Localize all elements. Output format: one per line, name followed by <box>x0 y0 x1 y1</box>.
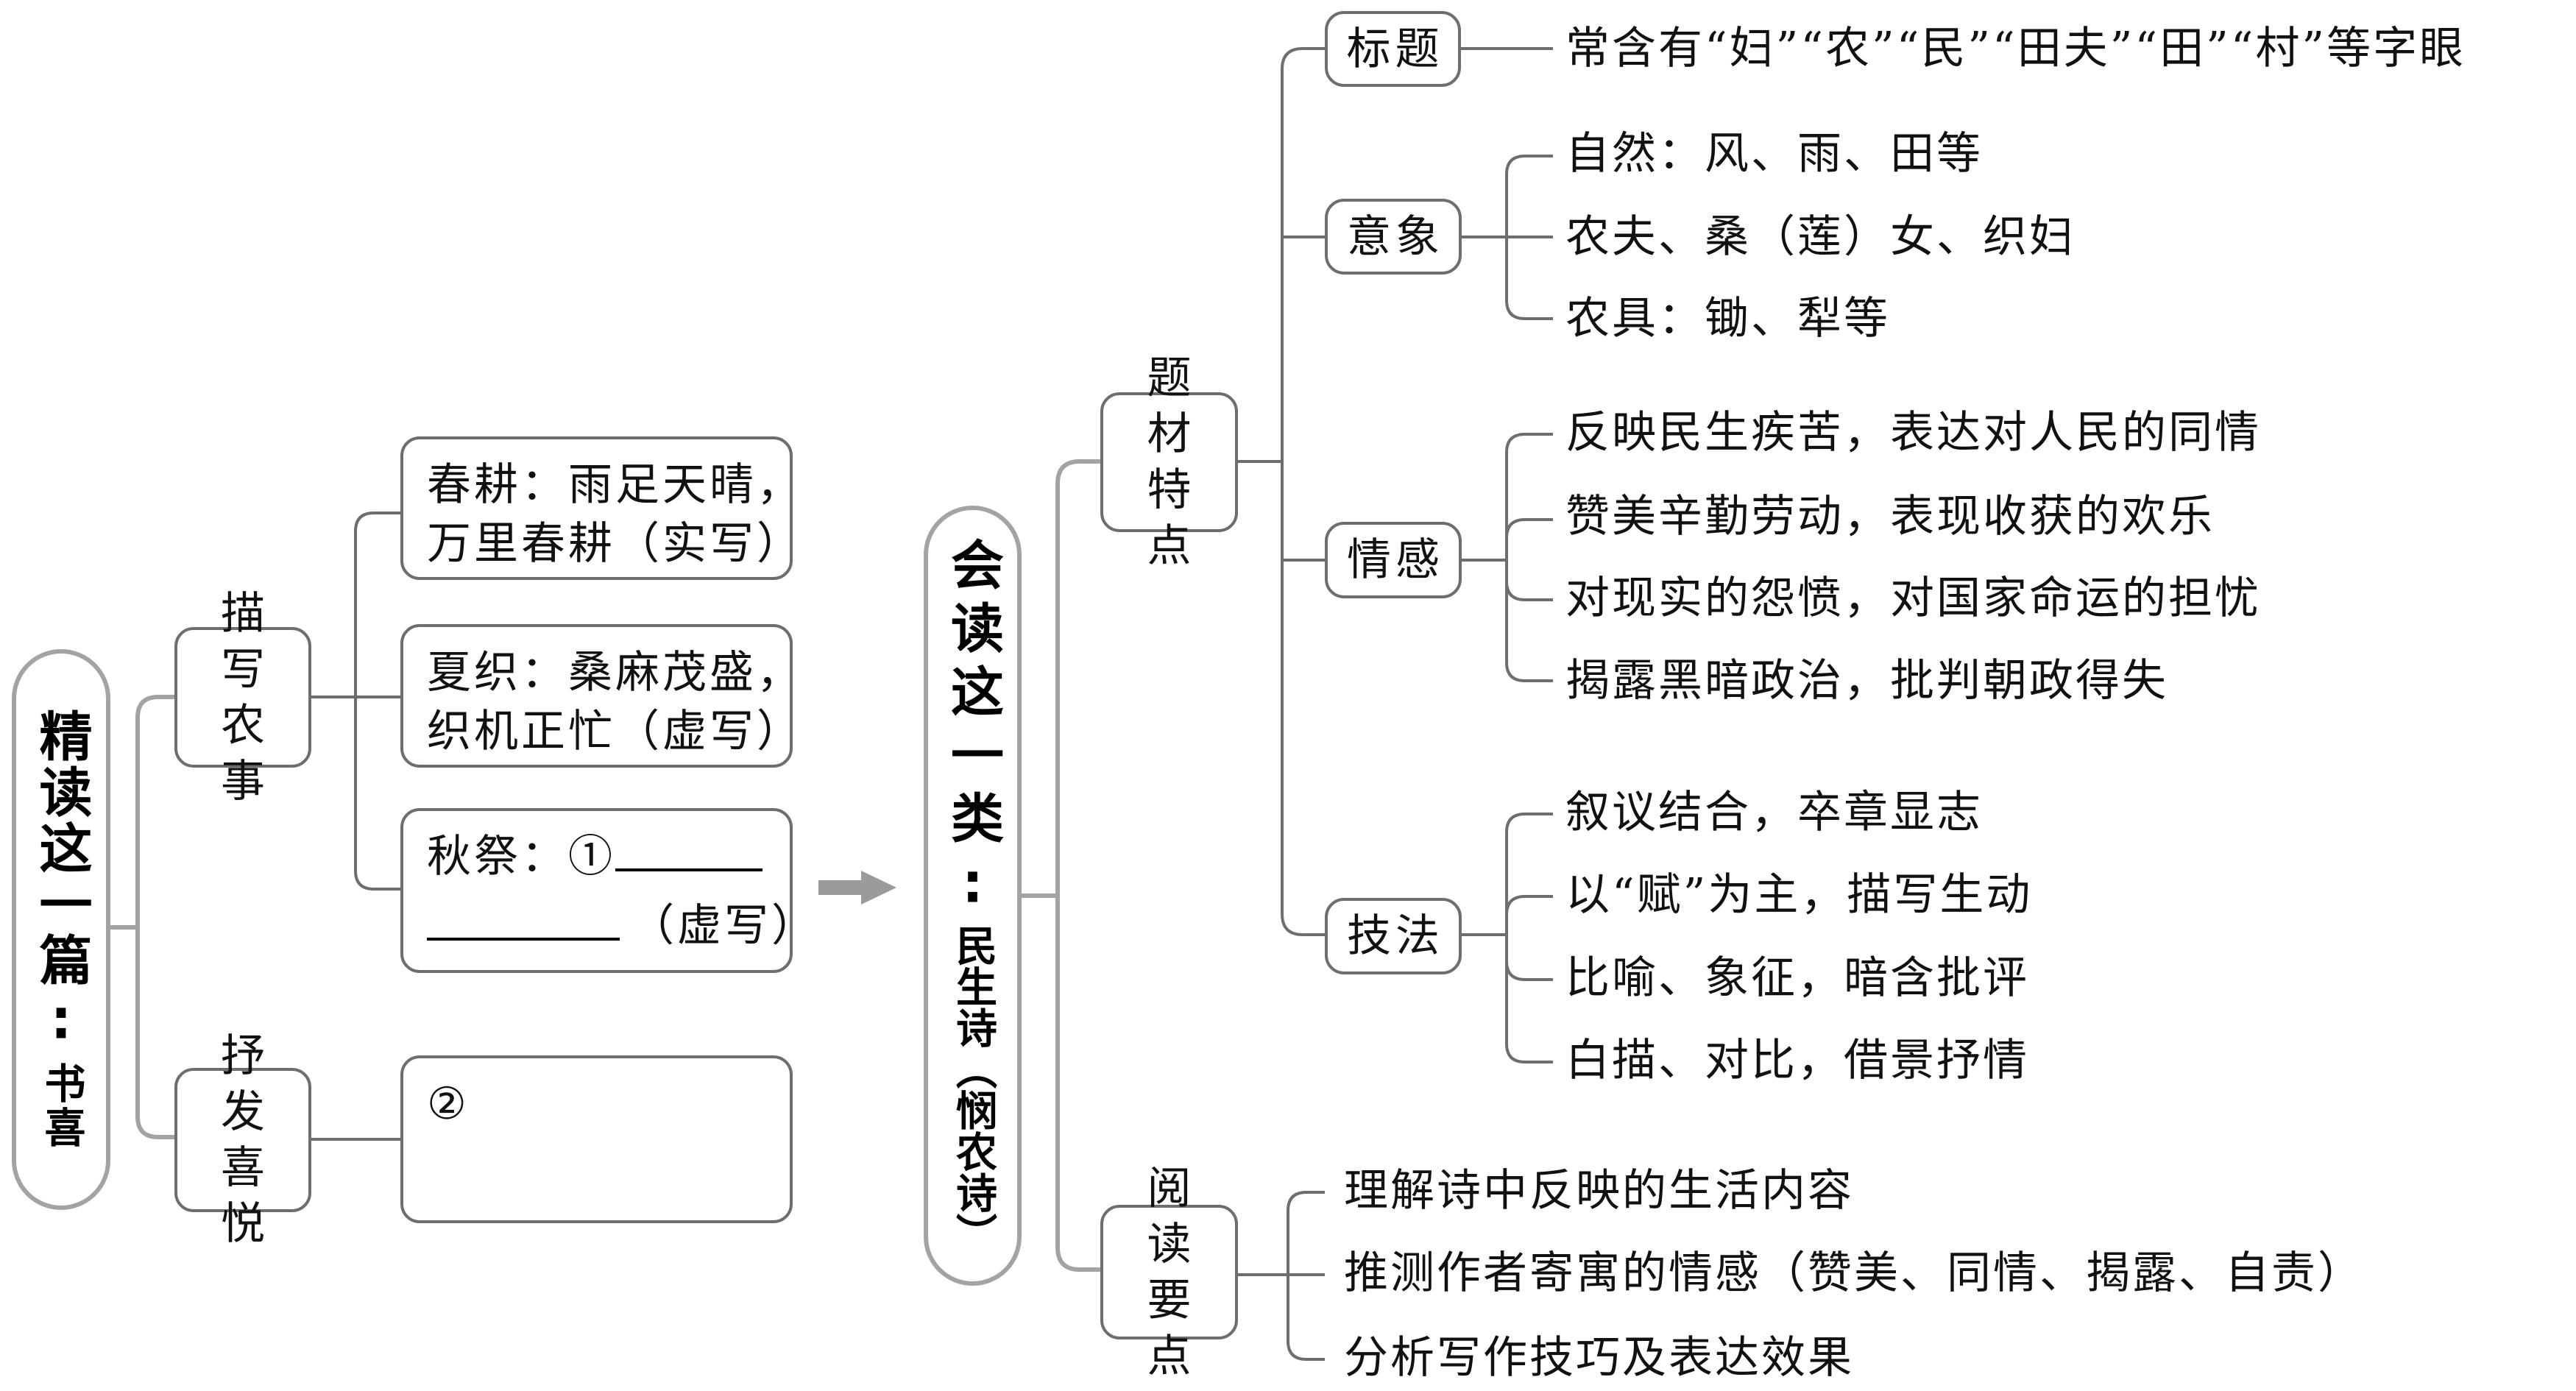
leaf-reading-1: 推测作者寄寓的情感（赞美、同情、揭露、自责） <box>1344 1247 2364 1299</box>
node-label: 意象 <box>1347 210 1444 263</box>
arrow-head <box>861 871 896 905</box>
answer-box-2[interactable]: ② <box>400 1055 793 1223</box>
node-label: 情感 <box>1347 534 1444 586</box>
leaf-technique-2: 比喻、象征，暗含批评 <box>1565 952 2029 1004</box>
describe-trunk <box>354 512 400 891</box>
left-root-pill: 精读这一篇 ∶ 书喜 <box>12 649 110 1210</box>
node-label: 技法 <box>1347 910 1444 962</box>
right-root-title: 会读这一类 <box>941 537 1004 854</box>
branch-label-line: 特点 <box>1147 464 1202 572</box>
left-root-connectors <box>110 695 174 1139</box>
left-root-title: 精读这一篇 <box>30 709 92 988</box>
leaf-technique-1: 以“赋”为主，描写生动 <box>1565 869 2033 921</box>
emotion-trunk <box>1505 433 1553 682</box>
leaf-technique-0: 叙议结合，卒章显志 <box>1565 787 1983 838</box>
branch-label-line: 阅读 <box>1147 1162 1202 1270</box>
right-root-pill: 会读这一类 ∶ 民生诗︵悯农诗︶ <box>924 506 1022 1286</box>
right-arrow-icon <box>818 871 896 905</box>
content-line: 万里春耕（实写） <box>427 518 804 570</box>
node-imagery: 意象 <box>1325 199 1462 275</box>
leaf-imagery-0: 自然：风、雨、田等 <box>1565 128 1983 180</box>
theme-trunk <box>1281 47 1325 936</box>
leaf-emotion-3: 揭露黑暗政治，批判朝政得失 <box>1565 655 2168 707</box>
branch-label-line: 要点 <box>1147 1274 1202 1382</box>
arrow-shaft <box>818 880 863 895</box>
leaf-imagery-2: 农具：锄、犁等 <box>1565 293 1890 344</box>
technique-branch-2 <box>1505 895 1553 916</box>
blank-marker: ② <box>427 1078 470 1130</box>
leaf-title-0: 常含有“妇”“农”“民”“田夫”“田”“村”等字眼 <box>1565 23 2466 74</box>
imagery-trunk <box>1505 155 1553 320</box>
node-emotion: 情感 <box>1325 522 1462 598</box>
technique-branch-3 <box>1505 960 1553 981</box>
theme-connectors <box>1238 47 1553 1361</box>
leaf-emotion-0: 反映民生疾苦，表达对人民的同情 <box>1565 407 2261 459</box>
content-line: 春耕：雨足天晴， <box>427 459 804 511</box>
right-root-trunk <box>1055 459 1100 1272</box>
spring-plowing-box: 春耕：雨足天晴， 万里春耕（实写） <box>400 436 804 580</box>
content-prefix: 秋祭：① <box>427 831 615 882</box>
leaf-reading-2: 分析写作技巧及表达效果 <box>1344 1332 1854 1384</box>
node-technique: 技法 <box>1325 898 1462 974</box>
branch-describe-farm: 描写 农事 <box>174 588 311 807</box>
branch-reading-points: 阅读 要点 <box>1100 1163 1238 1382</box>
emotion-branch-3 <box>1505 581 1553 601</box>
right-root-connectors <box>1022 459 1100 1272</box>
left-root-trunk <box>135 695 174 1139</box>
branch-label-line: 农事 <box>221 699 275 807</box>
technique-trunk <box>1505 813 1553 1063</box>
branch-theme-features: 题材 特点 <box>1100 353 1238 572</box>
leaf-imagery-1: 农夫、桑（莲）女、织妇 <box>1565 211 2076 263</box>
content-line: 织机正忙（虚写） <box>427 706 804 757</box>
answer-blank-1a[interactable] <box>615 832 762 871</box>
content-line: 夏织：桑麻茂盛， <box>427 647 804 698</box>
leaf-reading-0: 理解诗中反映的生活内容 <box>1344 1165 1854 1217</box>
describe-farm-connectors <box>311 512 400 1141</box>
branch-label-line: 描写 <box>221 587 275 696</box>
branch-label-line: 抒发 <box>221 1030 275 1138</box>
branch-express-joy: 抒发 喜悦 <box>174 1030 311 1250</box>
autumn-sacrifice-box: 秋祭：① （虚写） <box>400 808 815 973</box>
left-root-subtitle: 书喜 <box>38 1062 85 1150</box>
branch-label-line: 题材 <box>1147 353 1202 460</box>
right-root-colon: ∶ <box>941 857 1004 921</box>
leaf-technique-3: 白描、对比，借景抒情 <box>1565 1035 2029 1086</box>
summer-weaving-box: 夏织：桑麻茂盛， 织机正忙（虚写） <box>400 624 804 768</box>
branch-label-line: 喜悦 <box>221 1142 275 1250</box>
right-root-subtitle: 民生诗︵悯农诗︶ <box>949 924 997 1254</box>
leaf-emotion-2: 对现实的怨愤，对国家命运的担忧 <box>1565 573 2261 624</box>
emotion-branch-2 <box>1505 518 1553 539</box>
left-root-colon: ∶ <box>30 993 92 1058</box>
leaf-emotion-1: 赞美辛勤劳动，表现收获的欢乐 <box>1565 491 2215 542</box>
answer-blank-1b[interactable] <box>427 901 620 941</box>
node-label: 标题 <box>1346 23 1444 75</box>
content-suffix: （虚写） <box>630 900 818 952</box>
node-title: 标题 <box>1325 11 1461 87</box>
